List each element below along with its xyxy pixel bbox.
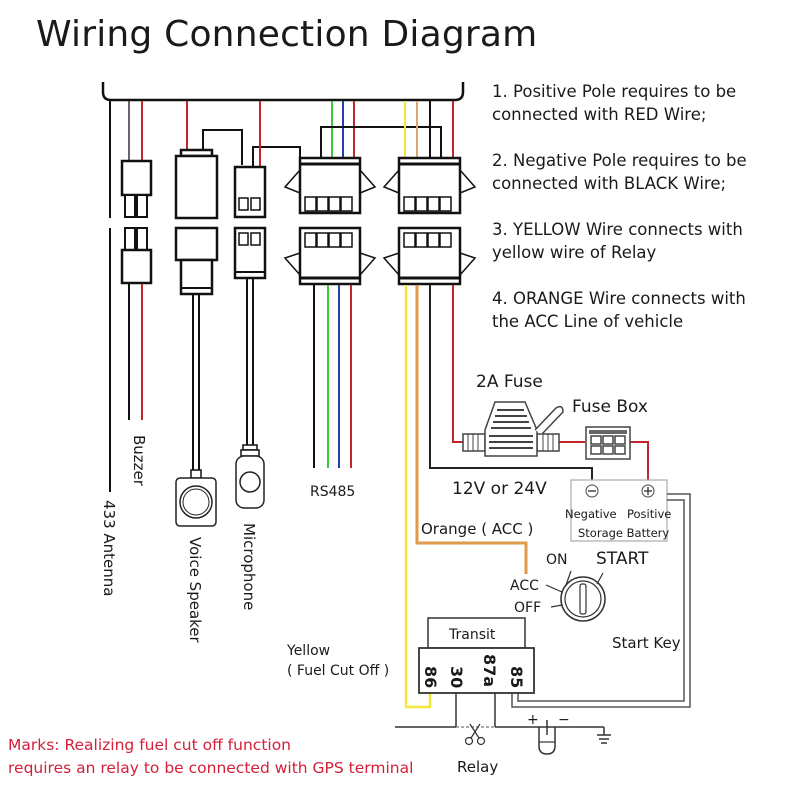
- pin-30-label: 30: [447, 666, 466, 688]
- instruction-2-line2: connected with BLACK Wire;: [492, 174, 727, 193]
- marks-line1: Marks: Realizing fuel cut off function: [8, 736, 292, 754]
- key-off-label: OFF: [514, 600, 541, 616]
- battery-negative-label: Negative: [565, 507, 617, 521]
- instruction-3-line1: 3. YELLOW Wire connects with: [492, 220, 743, 239]
- rs485-label: RS485: [310, 484, 355, 500]
- instructions-list: 1. Positive Pole requires to be connecte…: [492, 80, 792, 356]
- battery-to-relay-wire: [511, 493, 691, 708]
- buzzer-connector: [120, 101, 153, 420]
- pin-86-label: 86: [421, 666, 440, 688]
- key-start-label: START: [596, 549, 649, 569]
- instruction-1-line2: connected with RED Wire;: [492, 105, 707, 124]
- relay-output-circuit: [395, 693, 611, 755]
- diagram-title: Wiring Connection Diagram: [36, 14, 538, 55]
- microphone-connector: [233, 101, 301, 509]
- instruction-4: 4. ORANGE Wire connects with the ACC Lin…: [492, 287, 792, 333]
- fuel-cut-off-label: ( Fuel Cut Off ): [287, 663, 389, 679]
- minus-sign: −: [558, 712, 570, 728]
- power-connector: [382, 101, 477, 286]
- rs485-connector: [283, 101, 442, 468]
- marks-line2: requires an relay to be connected with G…: [8, 759, 414, 777]
- fuse-box-label: Fuse Box: [572, 397, 648, 417]
- battery-positive-label: Positive: [627, 507, 671, 521]
- red-positive-wire: [452, 285, 468, 443]
- yellow-label: Yellow: [286, 643, 330, 659]
- orange-acc-label: Orange ( ACC ): [421, 520, 533, 538]
- transit-label: Transit: [448, 627, 496, 643]
- marks-note: Marks: Realizing fuel cut off function r…: [8, 734, 413, 780]
- instruction-1-line1: 1. Positive Pole requires to be: [492, 82, 737, 101]
- microphone-label: Microphone: [240, 523, 258, 610]
- instruction-4-line2: the ACC Line of vehicle: [492, 312, 684, 331]
- yellow-wire: [404, 285, 432, 709]
- pin-87a-label: 87a: [480, 654, 499, 687]
- instruction-1: 1. Positive Pole requires to be connecte…: [492, 80, 792, 126]
- battery-label: Storage Battery: [578, 526, 669, 540]
- relay-block: [418, 617, 535, 694]
- orange-acc-wire: [415, 285, 528, 574]
- fuse-label: 2A Fuse: [476, 372, 543, 392]
- antenna-label: 433 Antenna: [100, 500, 118, 596]
- instruction-3-line2: yellow wire of Relay: [492, 243, 657, 262]
- harness-bracket: [101, 82, 465, 102]
- instruction-2: 2. Negative Pole requires to be connecte…: [492, 149, 792, 195]
- speaker-connector: [174, 101, 243, 527]
- storage-battery: [570, 479, 668, 542]
- instruction-4-line1: 4. ORANGE Wire connects with: [492, 289, 746, 308]
- relay-label: Relay: [457, 758, 498, 776]
- key-on-label: ON: [546, 552, 568, 568]
- scissors-icon: [464, 723, 486, 746]
- ignition-key-icon: [545, 570, 606, 622]
- voice-speaker-label: Voice Speaker: [186, 537, 204, 644]
- key-acc-label: ACC: [510, 578, 539, 594]
- fuse-icon: [462, 401, 564, 457]
- buzzer-label: Buzzer: [130, 435, 148, 487]
- black-negative-wire: [429, 285, 593, 480]
- instruction-3: 3. YELLOW Wire connects with yellow wire…: [492, 218, 792, 264]
- fuse-box-icon: [585, 426, 631, 460]
- plus-sign: +: [527, 712, 539, 728]
- voltage-label: 12V or 24V: [452, 479, 547, 499]
- start-key-label: Start Key: [612, 634, 681, 652]
- pin-85-label: 85: [507, 666, 526, 688]
- instruction-2-line1: 2. Negative Pole requires to be: [492, 151, 747, 170]
